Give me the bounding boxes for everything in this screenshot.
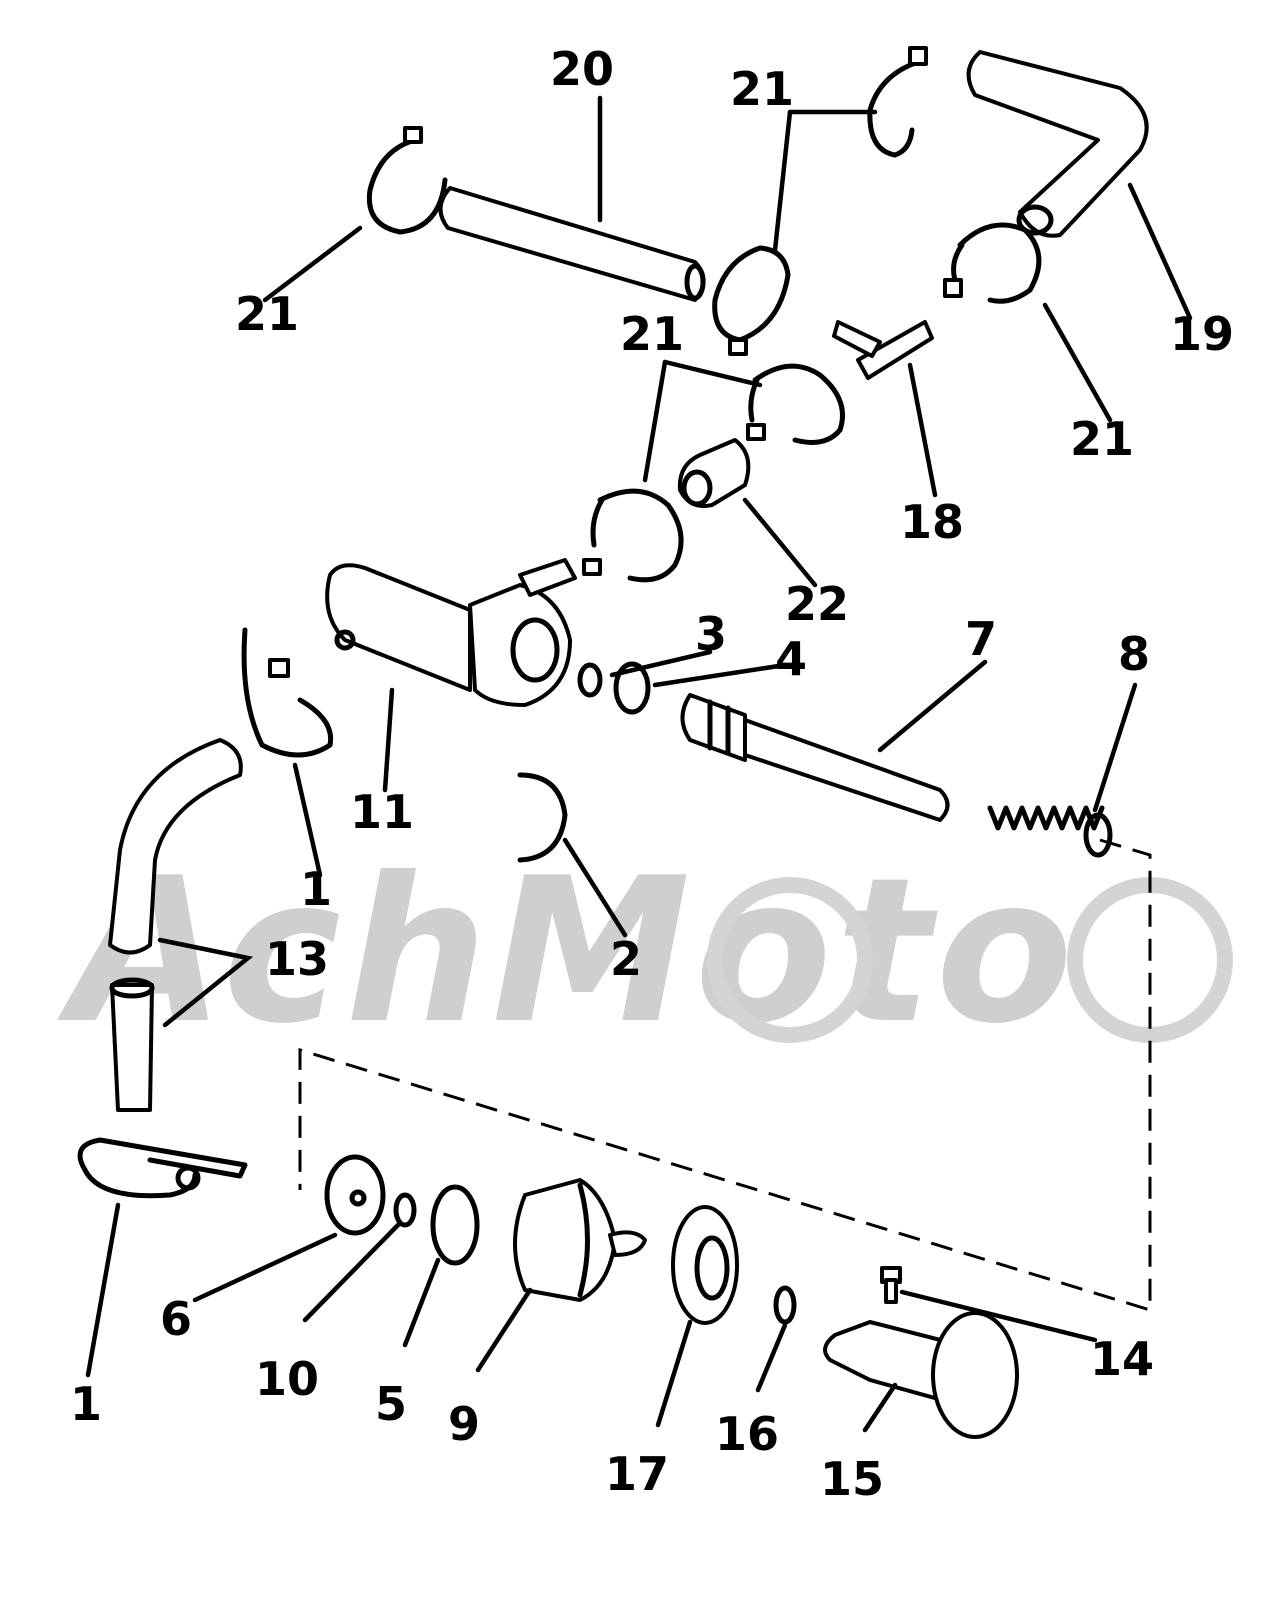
watermark-wheel-icon: [707, 877, 873, 1043]
washer-6: [324, 1154, 386, 1236]
hose-13: [108, 738, 243, 1112]
clamp-1-upper: [241, 627, 334, 758]
assembly-dashed-line: [298, 838, 1152, 1313]
housing-11: [325, 558, 577, 707]
o-ring-16: [773, 1285, 797, 1325]
e-clip-2: [517, 772, 568, 863]
callout-9: 9: [448, 1397, 480, 1451]
tee-fitting-18: [832, 320, 934, 380]
callout-8: 8: [1118, 627, 1150, 681]
parts: [77, 46, 1152, 1439]
spring-8: [987, 805, 1113, 858]
callout-13: 13: [265, 932, 329, 986]
o-ring-3: [577, 662, 603, 698]
callout-7: 7: [965, 612, 997, 666]
callout-21: 21: [730, 62, 794, 116]
seal-17: [671, 1205, 739, 1325]
o-ring-4: [613, 661, 651, 715]
sleeve-22: [677, 438, 751, 508]
callout-4: 4: [775, 632, 807, 686]
callout-14: 14: [1090, 1332, 1154, 1386]
callout-16: 16: [715, 1407, 779, 1461]
callout-19: 19: [1170, 307, 1234, 361]
callout-11: 11: [350, 785, 414, 839]
callout-1: 1: [70, 1377, 102, 1431]
clamp-21-left: [366, 126, 448, 235]
clamp-21-mid: [712, 245, 791, 356]
hose-bent-19: [966, 50, 1149, 238]
leader-lines: [85, 95, 1193, 1433]
callout-3: 3: [695, 607, 727, 661]
callout-labels: 20 21 21 21 21 19 18 22 3 4 7 8 11 1 13 …: [70, 42, 1234, 1506]
callout-17: 17: [605, 1447, 669, 1501]
clamp-21-right: [943, 222, 1042, 304]
plunger-shaft-7: [680, 693, 950, 822]
callout-6: 6: [160, 1292, 192, 1346]
callout-20: 20: [550, 42, 614, 96]
callout-10: 10: [255, 1352, 319, 1406]
screw-14: [880, 1266, 902, 1304]
hose-straight-20: [438, 186, 706, 302]
callout-22: 22: [785, 577, 849, 631]
clamp-21-top: [867, 46, 928, 158]
callout-21: 21: [1070, 412, 1134, 466]
clamp-21-center: [746, 363, 845, 445]
valve-body-9: [513, 1178, 647, 1302]
callout-18: 18: [900, 495, 964, 549]
callout-1: 1: [300, 862, 332, 916]
clamp-21-lower: [582, 488, 684, 583]
callout-21: 21: [620, 307, 684, 361]
callout-5: 5: [375, 1377, 407, 1431]
knob-15: [823, 1311, 1019, 1439]
o-ring-10: [393, 1192, 417, 1228]
callout-2: 2: [610, 932, 642, 986]
o-ring-5: [430, 1184, 480, 1266]
callout-21: 21: [235, 287, 299, 341]
callout-15: 15: [820, 1452, 884, 1506]
clamp-1-lower: [77, 1137, 248, 1199]
